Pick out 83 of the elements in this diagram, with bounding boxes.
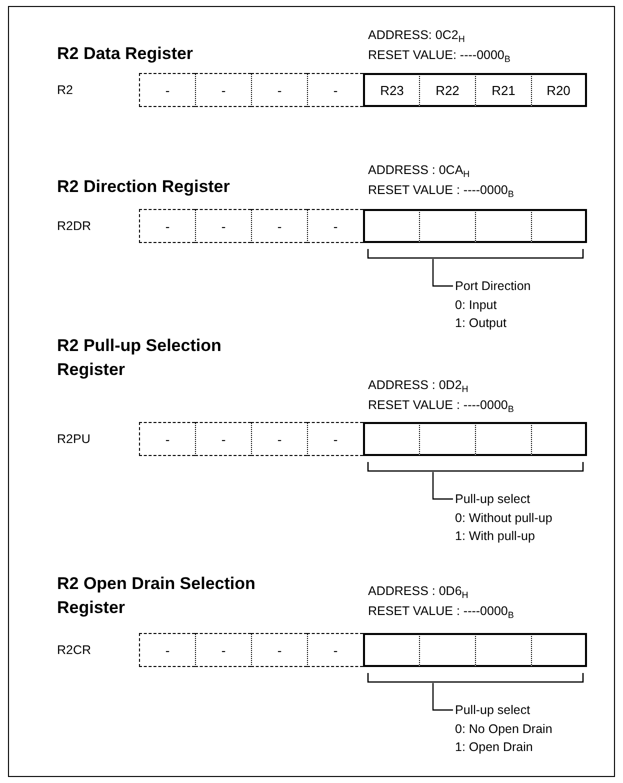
address-text: ADDRESS : 0CA$_{H}$ xyxy=(368,162,470,180)
register-bit xyxy=(363,422,419,456)
description-text: Pull-up select xyxy=(455,702,532,719)
register-name: R2CR xyxy=(57,643,92,657)
address-text: ADDRESS: 0C2$_{H}$ xyxy=(368,27,465,45)
bit-label: - xyxy=(333,218,338,234)
register-name: R2 xyxy=(57,83,73,97)
register-title: R2 Direction Register xyxy=(57,176,231,198)
bit-label: R21 xyxy=(492,82,516,98)
register-bit xyxy=(419,633,475,667)
description-text: Pull-up select xyxy=(455,491,532,508)
register-bit xyxy=(363,209,419,243)
description-text: 0: Input xyxy=(455,296,498,314)
bit-label: R23 xyxy=(380,82,404,98)
unused-bit xyxy=(251,73,307,107)
reset-value-text: RESET VALUE : ----0000$_{B}$ xyxy=(368,182,514,200)
register-bit xyxy=(419,73,475,107)
bit-label: - xyxy=(221,82,226,98)
bit-label: - xyxy=(277,432,282,446)
register-bit xyxy=(363,633,419,667)
register-bit xyxy=(419,209,475,243)
register-name: R2PU xyxy=(57,432,90,446)
bit-label: - xyxy=(221,432,226,446)
bit-label: - xyxy=(333,432,338,446)
leader-line xyxy=(432,259,453,287)
description-text: Port Direction xyxy=(455,278,531,295)
register-bit xyxy=(475,73,531,107)
register-bit xyxy=(363,73,419,107)
description-text: 1: Open Drain xyxy=(455,739,534,756)
unused-bit xyxy=(307,209,363,243)
bit-label: - xyxy=(165,432,170,446)
description-text: 1: Output xyxy=(455,315,508,332)
unused-bit xyxy=(307,422,363,456)
register-bit xyxy=(531,422,587,456)
register-title: R2 Pull-up Selection Register xyxy=(57,335,222,381)
register-bit xyxy=(475,633,531,667)
bit-label: R20 xyxy=(546,82,570,98)
description-text: 0: Without pull-up xyxy=(455,510,552,527)
unused-bit xyxy=(139,422,195,456)
description-text: 0: No Open Drain xyxy=(455,720,552,738)
reset-value-text: RESET VALUE: ----0000$_{B}$ xyxy=(368,47,510,65)
unused-bit xyxy=(139,73,195,107)
reset-value-text: RESET VALUE : ----0000$_{B}$ xyxy=(368,603,514,621)
unused-bit xyxy=(195,73,251,107)
bracket xyxy=(367,249,584,259)
bit-label: - xyxy=(165,642,170,658)
register-name: R2DR xyxy=(57,219,92,233)
bit-label: - xyxy=(165,82,170,98)
bit-label: - xyxy=(333,82,338,98)
bit-label: - xyxy=(221,218,226,234)
bit-label: - xyxy=(277,82,282,98)
bit-label: R22 xyxy=(436,82,460,98)
description-text: 1: With pull-up xyxy=(455,528,536,545)
unused-bit xyxy=(307,73,363,107)
unused-bit xyxy=(251,209,307,243)
register-bit xyxy=(475,209,531,243)
bracket xyxy=(367,462,584,472)
leader-line xyxy=(432,683,453,711)
register-bit xyxy=(531,209,587,243)
unused-bit xyxy=(195,209,251,243)
register-title: R2 Data Register xyxy=(57,43,194,65)
leader-line xyxy=(432,472,453,500)
reset-value-text: RESET VALUE : ----0000$_{B}$ xyxy=(368,397,514,415)
bit-label: - xyxy=(165,218,170,234)
unused-bit xyxy=(251,422,307,456)
register-bit xyxy=(531,73,587,107)
bit-label: - xyxy=(333,642,338,658)
unused-bit xyxy=(139,633,195,667)
bit-label: - xyxy=(221,642,226,658)
unused-bit xyxy=(251,633,307,667)
bracket xyxy=(367,673,584,683)
unused-bit xyxy=(195,422,251,456)
bit-label: - xyxy=(277,642,282,658)
unused-bit xyxy=(307,633,363,667)
bit-label: - xyxy=(277,218,282,234)
register-bit xyxy=(419,422,475,456)
unused-bit xyxy=(139,209,195,243)
register-bit xyxy=(475,422,531,456)
register-bit xyxy=(531,633,587,667)
address-text: ADDRESS : 0D6$_{H}$ xyxy=(368,583,468,601)
register-title: R2 Open Drain Selection Register xyxy=(57,573,256,619)
address-text: ADDRESS : 0D2$_{H}$ xyxy=(368,377,468,395)
unused-bit xyxy=(195,633,251,667)
